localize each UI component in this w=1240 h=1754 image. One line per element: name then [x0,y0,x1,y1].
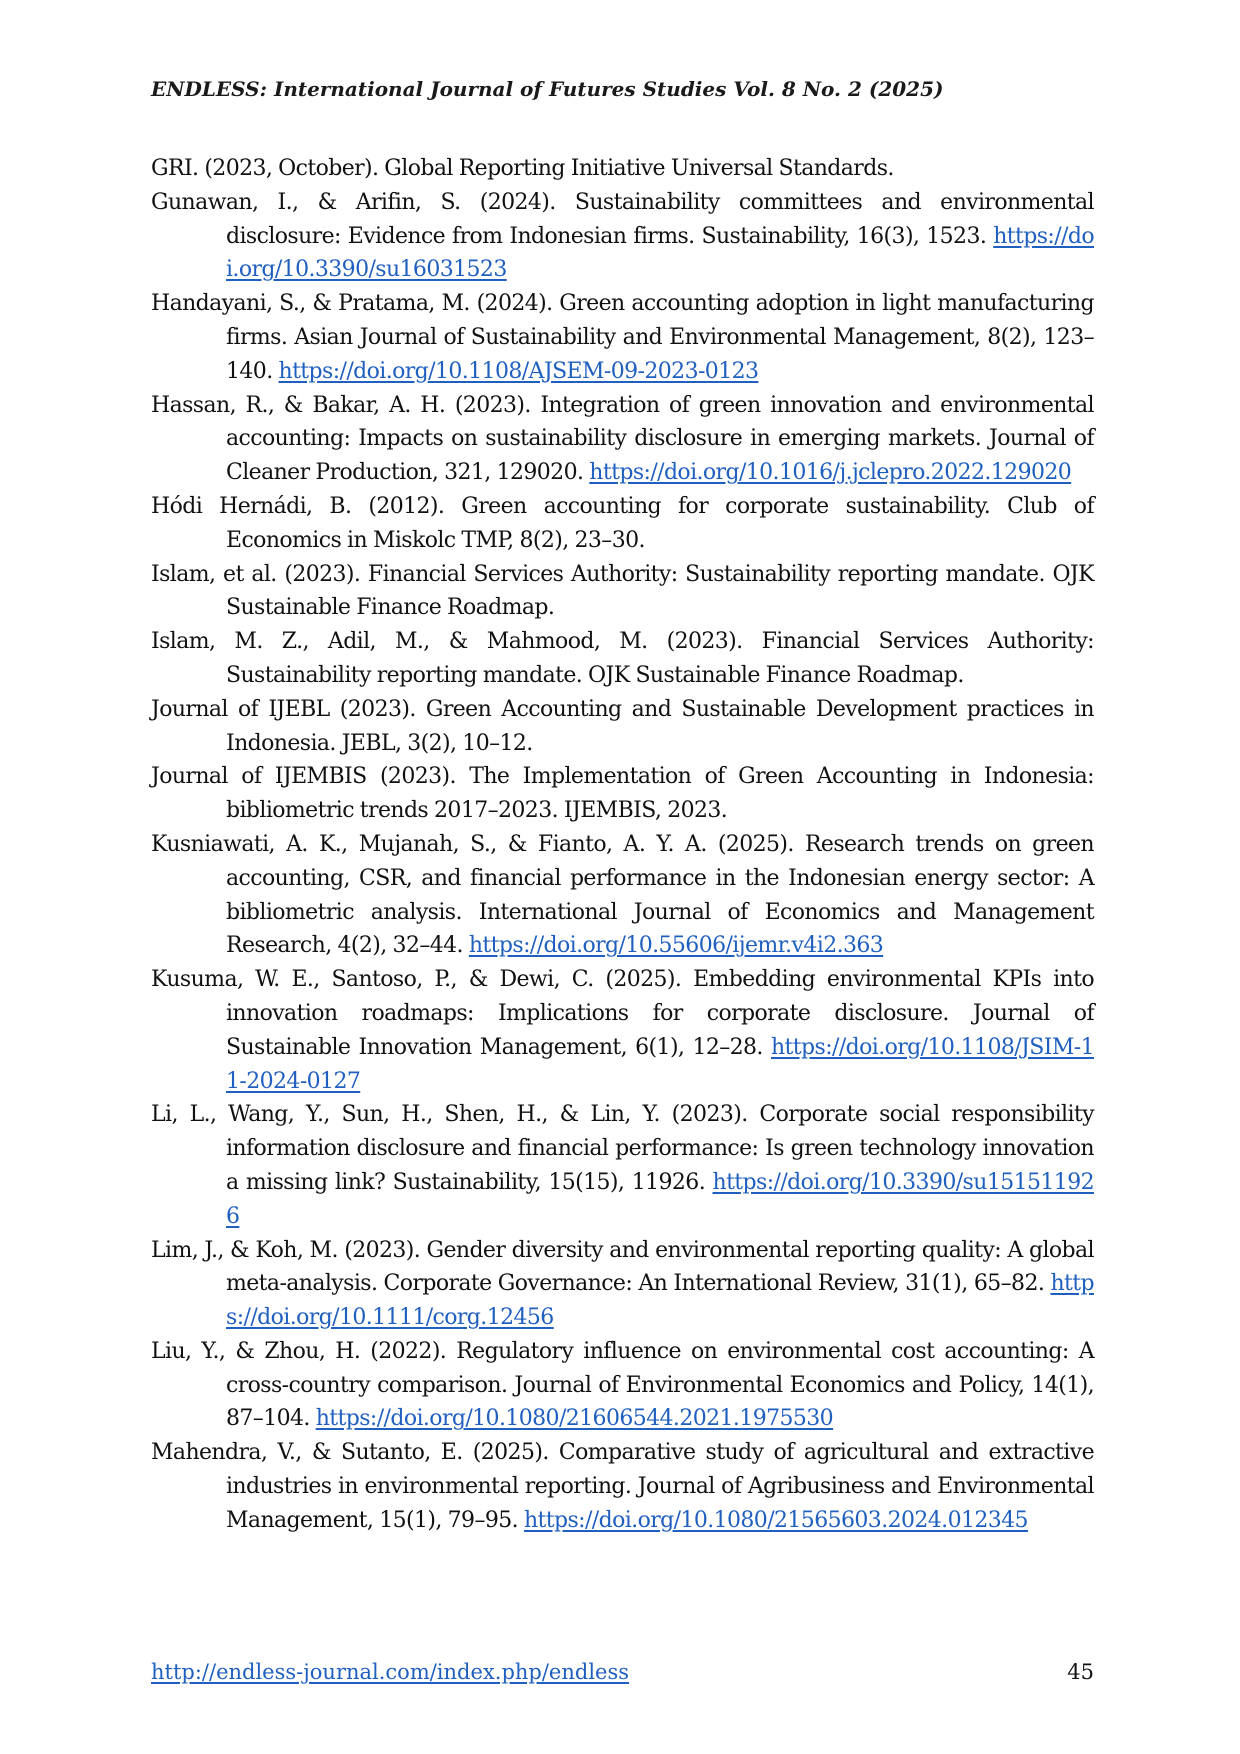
doi-link[interactable]: https://doi.org/10.55606/ijemr.v4i2.363 [468,933,884,959]
reference-text: Islam, et al. (2023). Financial Services… [151,561,1095,621]
doi-link[interactable]: https://doi.org/10.1016/j.jclepro.2022.1… [589,460,1072,486]
doi-link[interactable]: https://doi.org/10.3390/su151511926 [226,1169,1095,1229]
reference-text: Journal of IJEMBIS (2023). The Implement… [151,764,1095,824]
reference-item: GRI. (2023, October). Global Reporting I… [151,152,1094,186]
reference-item: Gunawan, I., & Arifin, S. (2024). Sustai… [151,186,1095,287]
reference-text: Li, L., Wang, Y., Sun, H., Shen, H., & L… [151,1102,1095,1195]
reference-item: Lim, J., & Koh, M. (2023). Gender divers… [151,1234,1095,1335]
reference-item: Journal of IJEBL (2023). Green Accountin… [151,693,1095,761]
reference-text: Hassan, R., & Bakar, A. H. (2023). Integ… [151,392,1095,486]
doi-link[interactable]: https://doi.org/10.1080/21565603.2024.01… [523,1507,1029,1533]
running-header: ENDLESS: International Journal of Future… [151,77,944,101]
reference-item: Handayani, S., & Pratama, M. (2024). Gre… [151,287,1095,388]
reference-text: Liu, Y., & Zhou, H. (2022). Regulatory i… [151,1338,1095,1432]
reference-text: Mahendra, V., & Sutanto, E. (2025). Comp… [151,1440,1095,1533]
reference-text: Kusniawati, A. K., Mujanah, S., & Fianto… [151,831,1095,959]
reference-text: Gunawan, I., & Arifin, S. (2024). Sustai… [151,189,1095,249]
reference-item: Hódi Hernádi, B. (2012). Green accountin… [151,490,1095,558]
reference-item: Islam, M. Z., Adil, M., & Mahmood, M. (2… [151,625,1095,693]
doi-link[interactable]: https://doi.org/10.1080/21606544.2021.19… [315,1406,834,1432]
reference-text: Lim, J., & Koh, M. (2023). Gender divers… [151,1237,1095,1297]
doi-link[interactable]: https://doi.org/10.1111/corg.12456 [226,1271,1095,1331]
reference-item: Hassan, R., & Bakar, A. H. (2023). Integ… [151,389,1095,490]
reference-text: Hódi Hernádi, B. (2012). Green accountin… [151,493,1095,553]
reference-text: Handayani, S., & Pratama, M. (2024). Gre… [151,291,1095,384]
doi-link[interactable]: https://doi.org/10.1108/JSIM-11-2024-012… [226,1034,1095,1094]
reference-item: Li, L., Wang, Y., Sun, H., Shen, H., & L… [151,1098,1095,1233]
reference-item: Islam, et al. (2023). Financial Services… [151,558,1095,626]
reference-text: GRI. (2023, October). Global Reporting I… [151,156,894,181]
reference-item: Journal of IJEMBIS (2023). The Implement… [151,760,1095,828]
page-number: 45 [1067,1660,1094,1684]
reference-item: Kusuma, W. E., Santoso, P., & Dewi, C. (… [151,963,1095,1098]
journal-url-link[interactable]: http://endless-journal.com/index.php/end… [151,1660,630,1684]
doi-link[interactable]: https://doi.org/10.3390/su16031523 [226,223,1095,283]
reference-list: GRI. (2023, October). Global Reporting I… [151,152,1095,1538]
page-footer: http://endless-journal.com/index.php/end… [151,1658,1094,1686]
reference-text: Kusuma, W. E., Santoso, P., & Dewi, C. (… [151,967,1095,1060]
reference-text: Journal of IJEBL (2023). Green Accountin… [151,696,1095,756]
reference-item: Liu, Y., & Zhou, H. (2022). Regulatory i… [151,1335,1095,1436]
reference-text: Islam, M. Z., Adil, M., & Mahmood, M. (2… [151,629,1095,688]
reference-item: Mahendra, V., & Sutanto, E. (2025). Comp… [151,1436,1095,1537]
reference-item: Kusniawati, A. K., Mujanah, S., & Fianto… [151,828,1095,963]
doi-link[interactable]: https://doi.org/10.1108/AJSEM-09-2023-01… [278,358,760,384]
